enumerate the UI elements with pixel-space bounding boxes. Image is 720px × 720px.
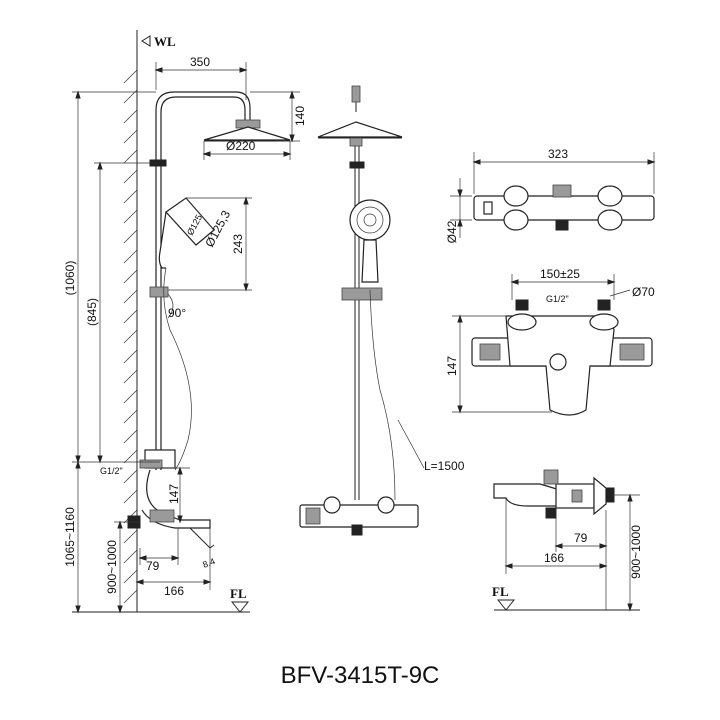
hose [163, 267, 192, 471]
dim-900-1000-left: 900~1000 [105, 540, 119, 594]
front-view: L=1500 [299, 85, 465, 536]
top-view: 323 Ø42 [445, 147, 656, 243]
dim-arm-height: 140 [293, 106, 307, 126]
dim-845: (845) [85, 298, 99, 326]
dim-angle: 90° [168, 306, 186, 320]
floor-label-right: FL [492, 584, 509, 599]
wall [123, 62, 138, 612]
dim-holder: 243 [231, 234, 245, 254]
dim-70: Ø70 [632, 285, 655, 299]
dim-79-left: 79 [146, 559, 160, 573]
dim-1065-1160: 1065~1160 [63, 507, 77, 567]
dim-323: 323 [548, 147, 568, 161]
floor-label-left: FL [230, 586, 247, 601]
shower-column [149, 91, 261, 470]
dim-hose: L=1500 [424, 459, 465, 473]
mixer-side-right: 79 166 900~1000 FL [492, 469, 643, 612]
wall-level-marker: WL [136, 30, 176, 62]
hand-shower [149, 197, 215, 298]
dim-147-right: 147 [445, 356, 459, 376]
dim-147-left: 147 [167, 484, 181, 504]
dim-1060: (1060) [63, 261, 77, 296]
dim-thread-right: G1/2" [546, 294, 569, 304]
dim-rain-head: Ø220 [226, 139, 256, 153]
dim-166-left: 166 [164, 584, 184, 598]
left-dimensions: 350 140 Ø220 Ø125 Ø125,3 243 90° (1060) [63, 55, 307, 614]
mixer-front-right: 150±25 G1/2" Ø70 147 [445, 267, 655, 416]
dim-150: 150±25 [540, 267, 580, 281]
dim-79-right: 79 [574, 531, 588, 545]
model-number: BFV-3415T-9C [280, 662, 440, 689]
dim-166-right: 166 [544, 551, 564, 565]
dim-spout-angle: 8.4 [201, 556, 216, 570]
dim-arm-length: 350 [190, 55, 210, 69]
dim-thread-left: G1/2" [100, 466, 123, 476]
dim-900-1000-right: 900~1000 [629, 525, 643, 579]
wall-label: WL [154, 34, 176, 49]
dim-42: Ø42 [445, 220, 459, 243]
